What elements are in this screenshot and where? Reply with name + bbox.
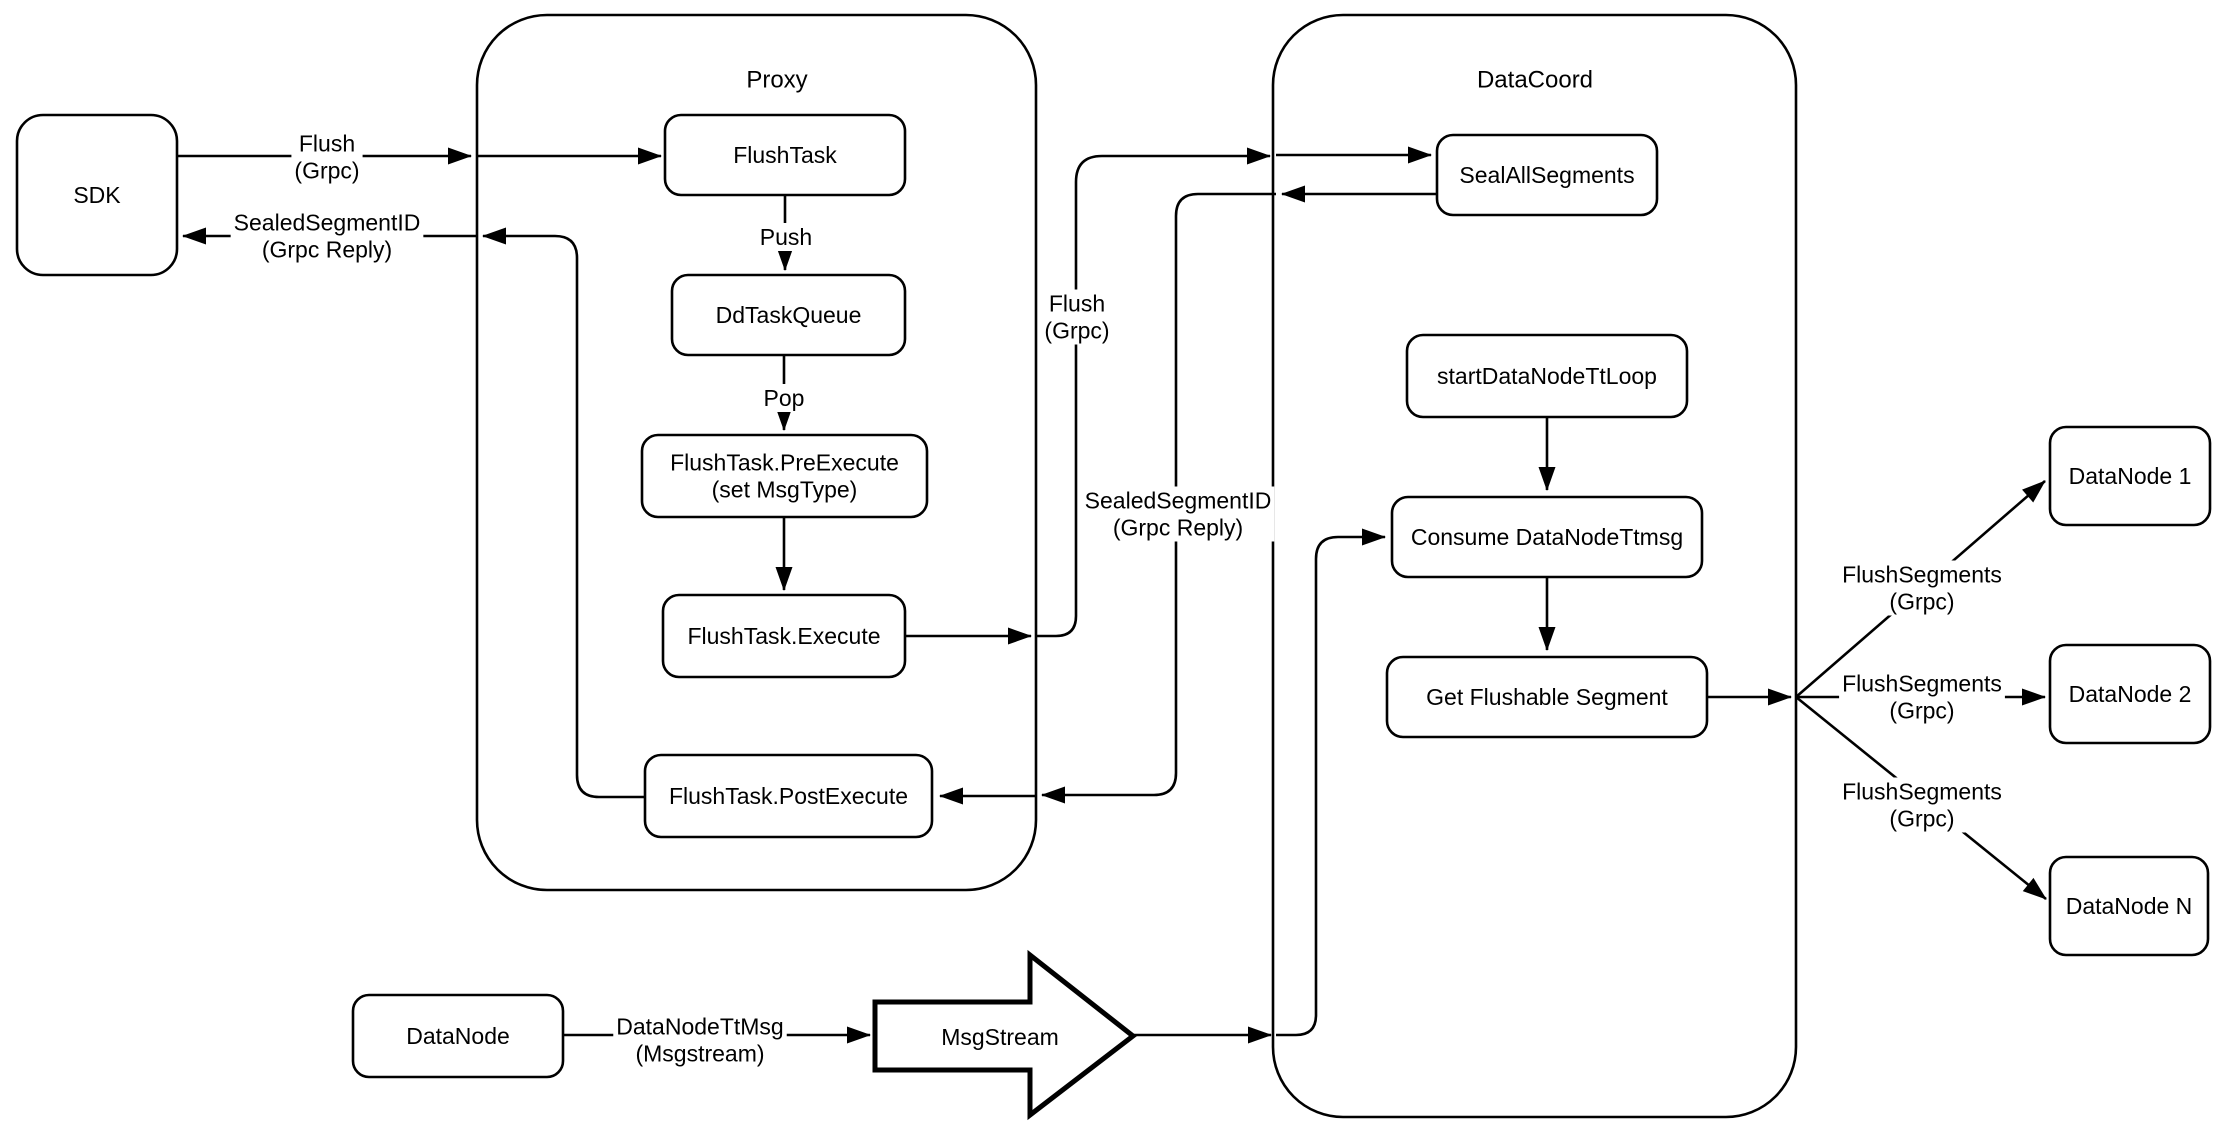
node-flush-task-post-execute-label: FlushTask.PostExecute (669, 783, 908, 809)
node-seal-all-segments: SealAllSegments (1435, 133, 1659, 217)
node-dd-task-queue: DdTaskQueue (670, 273, 907, 357)
edge-label-flush-segments-3-text: FlushSegments (1842, 779, 2002, 805)
node-consume-datanode-ttmsg: Consume DataNodeTtmsg (1390, 495, 1704, 579)
node-start-datanode-tt-loop: startDataNodeTtLoop (1405, 333, 1689, 419)
node-flush-task-execute-label: FlushTask.Execute (687, 623, 880, 649)
edge-label-pop-text: Pop (764, 385, 805, 411)
edge-label-flush-grpc-mid-text: (Grpc) (1044, 318, 1109, 344)
node-get-flushable-segment-box (1385, 655, 1709, 739)
edge-label-background (1839, 669, 2005, 725)
edge-label-flush-segments-2: FlushSegments(Grpc) (1839, 669, 2005, 725)
edge-label-background (1839, 777, 2005, 833)
node-flush-task-execute-box (661, 593, 907, 679)
node-datanode-1-label: DataNode 1 (2069, 463, 2192, 489)
node-flush-task-pre-execute-label: (set MsgType) (712, 477, 858, 503)
node-flush-task-pre-execute: FlushTask.PreExecute(set MsgType) (640, 433, 929, 519)
node-sdk-label: SDK (73, 182, 121, 208)
node-datanode: DataNode (351, 993, 565, 1079)
container-proxy-title: Proxy (746, 67, 807, 94)
node-datanode-1-box (2048, 425, 2212, 527)
edge-label-background (760, 384, 808, 412)
node-consume-datanode-ttmsg-box (1390, 495, 1704, 579)
edge-label-flush-grpc-left-text: Flush (299, 131, 355, 157)
edge-label-sealed-segment-id-left-text: SealedSegmentID (234, 210, 421, 236)
node-consume-datanode-ttmsg-label: Consume DataNodeTtmsg (1411, 524, 1683, 550)
edge-label-background (613, 1012, 787, 1068)
node-datanode-2: DataNode 2 (2048, 643, 2212, 745)
edge-label-flush-segments-2-text: FlushSegments (1842, 671, 2002, 697)
node-dd-task-queue-label: DdTaskQueue (716, 302, 862, 328)
edge-label-background (1041, 289, 1113, 345)
container-proxy: Proxy (475, 13, 1038, 892)
edge-label-push-text: Push (760, 224, 812, 250)
container-proxy-outline (475, 13, 1038, 892)
edge-label-background (1839, 560, 2005, 616)
edge-label-flush-grpc-left: Flush(Grpc) (291, 129, 363, 185)
edge-label-datanode-tt-msg-text: (Msgstream) (635, 1041, 764, 1067)
edge-label-flush-grpc-mid-text: Flush (1049, 291, 1105, 317)
node-flush-task-post-execute: FlushTask.PostExecute (643, 753, 934, 839)
edge-label-flush-segments-1: FlushSegments(Grpc) (1839, 560, 2005, 616)
node-flush-task: FlushTask (663, 113, 907, 197)
edge-label-sealed-segment-id-mid-text: SealedSegmentID (1085, 488, 1272, 514)
edge-label-flush-segments-3: FlushSegments(Grpc) (1839, 777, 2005, 833)
node-start-datanode-tt-loop-box (1405, 333, 1689, 419)
node-flush-task-box (663, 113, 907, 197)
edge-label-flush-segments-3-text: (Grpc) (1889, 806, 1954, 832)
edge-label-datanode-tt-msg: DataNodeTtMsg(Msgstream) (613, 1012, 787, 1068)
node-sdk: SDK (15, 113, 179, 277)
node-start-datanode-tt-loop-label: startDataNodeTtLoop (1437, 363, 1657, 389)
edge-postexecute-to-proxy-border (482, 227, 645, 799)
edge-label-flush-segments-1-text: FlushSegments (1842, 562, 2002, 588)
node-datanode-2-label: DataNode 2 (2069, 681, 2192, 707)
node-get-flushable-segment: Get Flushable Segment (1385, 655, 1709, 739)
node-datanode-box (351, 993, 565, 1079)
node-datanode-1: DataNode 1 (2048, 425, 2212, 527)
edge-label-background (291, 129, 363, 185)
node-sdk-box (15, 113, 179, 277)
edge-proxy-to-datacoord-flush (1036, 147, 1271, 638)
shape-msgstream: MsgStream (872, 949, 1138, 1121)
edge-datacoord-to-consume (1276, 528, 1386, 1037)
edge-label-sealed-segment-id-left: SealedSegmentID(Grpc Reply) (230, 208, 424, 264)
node-datanode-n-label: DataNode N (2066, 893, 2193, 919)
node-dd-task-queue-box (670, 273, 907, 357)
node-flush-task-post-execute-box (643, 753, 934, 839)
edge-label-pop: Pop (760, 384, 808, 412)
edge-label-background (756, 223, 816, 251)
node-flush-task-execute: FlushTask.Execute (661, 593, 907, 679)
edge-label-datanode-tt-msg-text: DataNodeTtMsg (616, 1014, 783, 1040)
container-datacoord-title: DataCoord (1477, 67, 1593, 94)
edge-label-flush-grpc-mid: Flush(Grpc) (1041, 289, 1113, 345)
edge-label-flush-segments-2-text: (Grpc) (1889, 698, 1954, 724)
edge-label-background (1081, 486, 1275, 542)
container-datacoord-outline (1271, 13, 1798, 1119)
edge-label-background (230, 208, 424, 264)
node-datanode-n-box (2048, 855, 2210, 957)
node-datanode-n: DataNode N (2048, 855, 2210, 957)
node-seal-all-segments-label: SealAllSegments (1459, 162, 1634, 188)
node-datanode-2-box (2048, 643, 2212, 745)
msgstream-block-arrow-shape (872, 949, 1138, 1121)
node-flush-task-pre-execute-box (640, 433, 929, 519)
node-seal-all-segments-box (1435, 133, 1659, 217)
edge-label-sealed-segment-id-left-text: (Grpc Reply) (262, 237, 392, 263)
node-get-flushable-segment-label: Get Flushable Segment (1426, 684, 1668, 710)
edge-label-sealed-segment-id-mid: SealedSegmentID(Grpc Reply) (1081, 486, 1275, 542)
edge-label-flush-grpc-left-text: (Grpc) (294, 158, 359, 184)
msgstream-label: MsgStream (941, 1024, 1059, 1050)
node-flush-task-pre-execute-label: FlushTask.PreExecute (670, 450, 899, 476)
edge-label-push: Push (756, 223, 816, 251)
node-datanode-label: DataNode (406, 1023, 510, 1049)
container-datacoord: DataCoord (1271, 13, 1798, 1119)
edge-label-flush-segments-1-text: (Grpc) (1889, 589, 1954, 615)
edge-label-sealed-segment-id-mid-text: (Grpc Reply) (1113, 515, 1243, 541)
node-flush-task-label: FlushTask (733, 142, 837, 168)
